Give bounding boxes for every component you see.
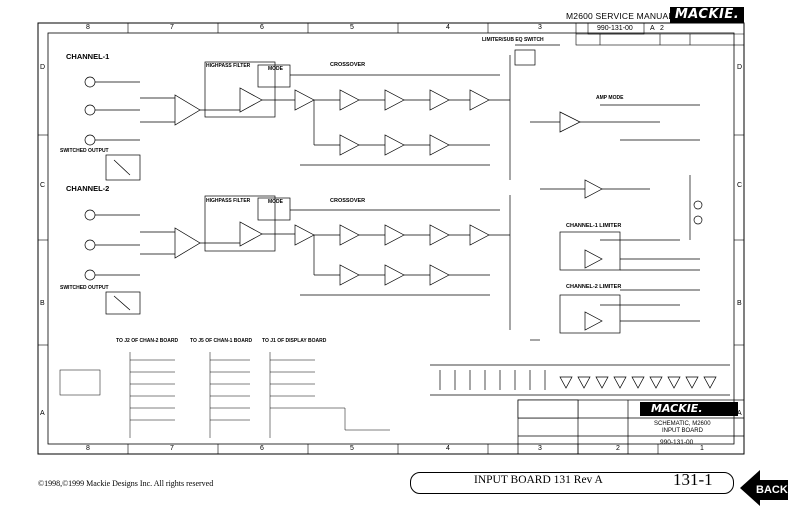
col-label: 7 (170, 445, 174, 452)
col-label: 8 (86, 24, 90, 31)
highpass-filter-2-label: HIGHPASS FILTER (206, 198, 251, 204)
back-button-label[interactable]: BACK (756, 484, 788, 496)
mode-1-label: MODE (268, 66, 283, 72)
row-label: A (737, 410, 742, 417)
footer-bar (410, 472, 734, 494)
row-label: B (737, 300, 742, 307)
col-label: 1 (700, 445, 704, 452)
amp-mode-label: AMP MODE (596, 95, 624, 101)
col-label: 5 (350, 445, 354, 452)
title-block-schematic: SCHEMATIC, M2600 (654, 421, 711, 427)
channel-1-limiter-label: CHANNEL-1 LIMITER (566, 223, 622, 229)
connector-chan1-label: TO J5 OF CHAN-1 BOARD (190, 338, 253, 344)
col-label: 3 (538, 445, 542, 452)
channel-1-circuit (84, 44, 560, 181)
doc-number: 990-131-00 (597, 25, 633, 32)
connector-chan2-label: TO J2 OF CHAN-2 BOARD (116, 338, 179, 344)
copyright-notice: ©1998,©1999 Mackie Designs Inc. All righ… (38, 479, 214, 488)
row-label: B (40, 300, 45, 307)
title-block-logo: MACKIE. (651, 402, 703, 415)
back-arrow-icon (740, 470, 788, 506)
limiter-circuits (530, 104, 703, 341)
connector-headers (59, 352, 390, 438)
channel-2-circuit (84, 195, 511, 330)
manual-title: M2600 SERVICE MANUAL (566, 11, 674, 21)
connector-display-label: TO J1 OF DISPLAY BOARD (262, 338, 327, 344)
footer-board-title: INPUT BOARD 131 Rev A (474, 474, 603, 486)
row-label: D (40, 64, 46, 71)
mackie-logo: MACKIE. (670, 7, 744, 23)
col-label: 8 (86, 445, 90, 452)
limiter-switch-label: LIMITER/SUB EQ SWITCH (482, 37, 544, 43)
col-label: 4 (446, 445, 450, 452)
title-block-board: INPUT BOARD (662, 428, 703, 434)
col-label: 6 (260, 445, 264, 452)
row-label: C (40, 182, 46, 189)
col-label: 4 (446, 24, 450, 31)
switched-output-2-label: SWITCHED OUTPUT (60, 285, 109, 291)
title-block-logo-bg (640, 402, 738, 416)
row-label: D (737, 64, 743, 71)
mode-2-label: MODE (268, 199, 283, 205)
row-label: C (737, 182, 743, 189)
crossover-2-label: CROSSOVER (330, 198, 366, 204)
channel-2-limiter-label: CHANNEL-2 LIMITER (566, 284, 622, 290)
back-button[interactable] (738, 468, 790, 508)
channel-1-label: CHANNEL-1 (66, 52, 110, 61)
rev-b: 2 (660, 25, 664, 32)
col-label: 6 (260, 24, 264, 31)
revision-table (575, 22, 745, 46)
col-label: 3 (538, 24, 542, 31)
diode-bank (430, 364, 730, 396)
crossover-1-label: CROSSOVER (330, 62, 366, 68)
highpass-filter-1-label: HIGHPASS FILTER (206, 63, 251, 69)
col-label: 7 (170, 24, 174, 31)
footer-page-number: 131-1 (673, 470, 713, 489)
title-block (517, 399, 745, 455)
title-block-doc-number: 990-131-00 (660, 439, 694, 446)
channel-2-label: CHANNEL-2 (66, 184, 110, 193)
col-label: 2 (616, 445, 620, 452)
col-label: 5 (350, 24, 354, 31)
rev-a: A (650, 25, 655, 32)
switched-output-1-label: SWITCHED OUTPUT (60, 148, 109, 154)
row-label: A (40, 410, 45, 417)
